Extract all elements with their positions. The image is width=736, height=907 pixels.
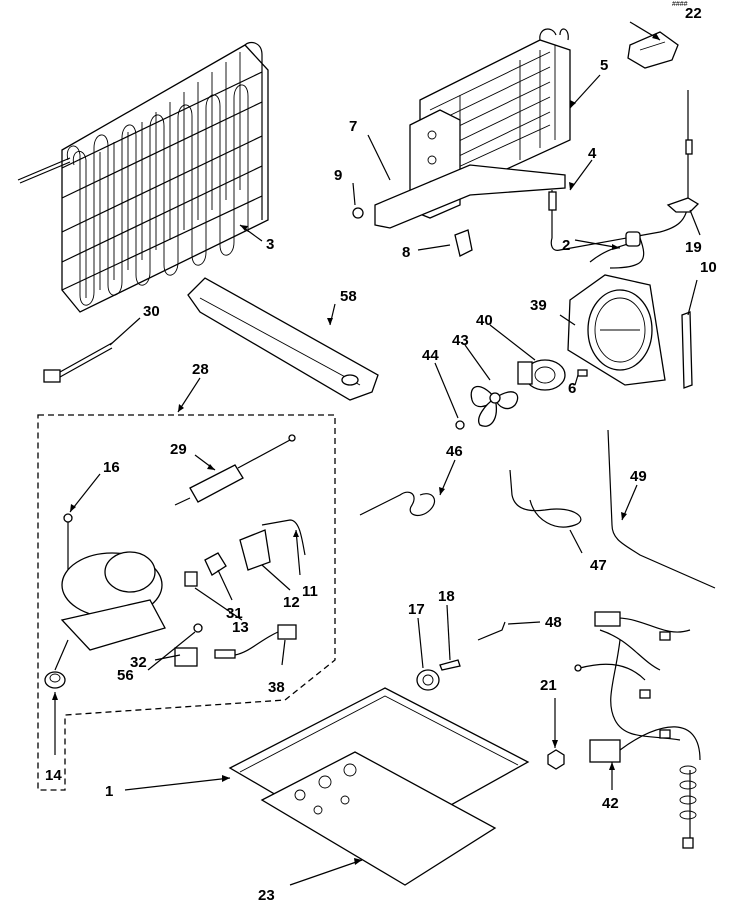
callout-39: 39	[530, 297, 547, 314]
wire-harness	[574, 611, 701, 849]
callout-19: 19	[685, 239, 702, 256]
tube-47	[509, 469, 582, 528]
screw-6	[577, 369, 588, 377]
callout-12: 12	[283, 594, 300, 611]
fan-motor	[517, 359, 566, 391]
callout-6: 6	[568, 380, 576, 397]
callout-11: 11	[302, 583, 318, 600]
screw-9	[352, 207, 364, 219]
callout-56: 56	[117, 667, 134, 684]
callout-3: 3	[266, 236, 274, 253]
callout-9: 9	[334, 167, 342, 184]
fan-shroud	[567, 274, 666, 386]
defrost-thermostat-wire	[548, 90, 693, 251]
callout-31: 31	[226, 605, 243, 622]
washer-44	[455, 420, 465, 430]
callout-16: 16	[103, 459, 120, 476]
condenser-coil	[17, 41, 269, 313]
callout-4: 4	[588, 145, 597, 162]
nut-21	[547, 749, 565, 770]
screw-56	[193, 623, 203, 633]
overload-13	[184, 571, 198, 587]
callout-8: 8	[402, 244, 410, 261]
insulation-pad	[260, 751, 497, 886]
callout-38: 38	[268, 679, 285, 696]
diagram-code: ####	[672, 1, 688, 8]
wire-clip	[666, 197, 700, 213]
callout-10: 10	[700, 259, 717, 276]
compressor-kit-box	[37, 414, 336, 791]
callout-2: 2	[562, 237, 570, 254]
relay-cover-31	[204, 552, 227, 576]
filter-drier	[174, 434, 296, 506]
bracket	[454, 229, 473, 257]
callout-44: 44	[422, 347, 439, 364]
leader-arrowheads	[52, 33, 660, 865]
callout-29: 29	[170, 441, 187, 458]
callout-7: 7	[349, 118, 357, 135]
wire-11	[261, 519, 306, 556]
screw-18	[439, 659, 461, 671]
callout-5: 5	[600, 57, 608, 74]
callout-28: 28	[192, 361, 209, 378]
callout-48: 48	[545, 614, 562, 631]
cable-tie	[43, 342, 113, 383]
callout-13: 13	[232, 619, 249, 636]
callout-42: 42	[602, 795, 619, 812]
harness-38	[214, 624, 297, 659]
callout-32: 32	[130, 654, 147, 671]
callout-18: 18	[438, 588, 455, 605]
callout-43: 43	[452, 332, 469, 349]
callout-labels: 22 5 4 7 9 8 3 2 19 10 39 40 43 44 6 30 …	[45, 5, 717, 904]
callout-49: 49	[630, 468, 647, 485]
fan-blade	[470, 385, 519, 427]
callout-47: 47	[590, 557, 607, 574]
drain-trough	[187, 277, 379, 401]
fan-connector	[589, 231, 645, 269]
grommet-17	[416, 669, 440, 691]
rubber-foot	[44, 671, 66, 689]
callout-17: 17	[408, 601, 425, 618]
callout-40: 40	[476, 312, 493, 329]
callout-21: 21	[540, 677, 557, 694]
cap-part	[627, 31, 679, 69]
evaporator-assembly	[374, 28, 571, 229]
tube-49	[607, 429, 716, 589]
callout-1: 1	[105, 783, 113, 800]
callout-22: 22	[685, 5, 702, 22]
relay-12	[239, 529, 271, 571]
callout-58: 58	[340, 288, 357, 305]
tube-48	[477, 621, 506, 641]
gasket-strip	[681, 311, 693, 389]
callout-23: 23	[258, 887, 275, 904]
terminal-32	[174, 647, 198, 667]
compressor	[54, 551, 166, 671]
tube-46	[359, 491, 435, 517]
callout-14: 14	[45, 767, 62, 784]
callout-46: 46	[446, 443, 463, 460]
callout-30: 30	[143, 303, 160, 320]
